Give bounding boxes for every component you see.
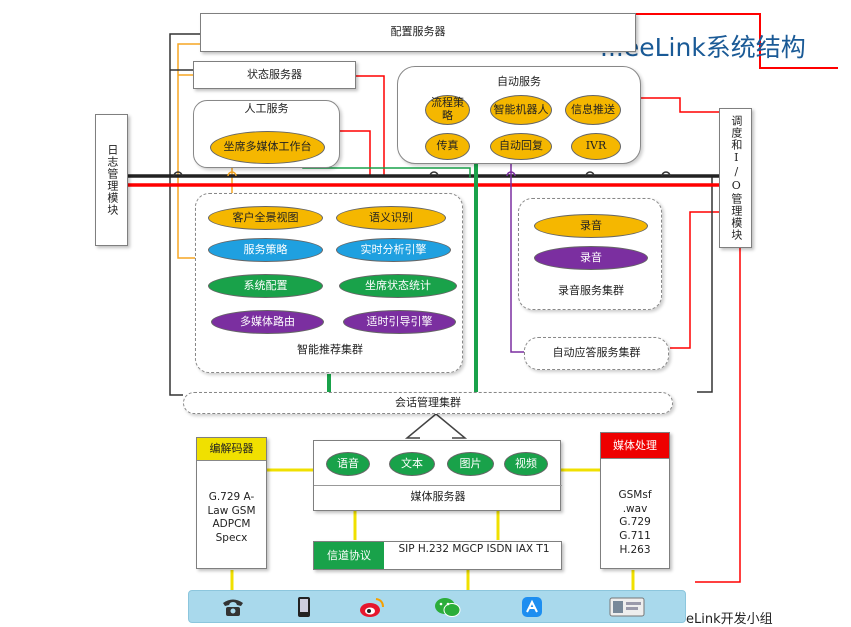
session-cluster: 会话管理集群 xyxy=(183,392,673,414)
media-processing-header: 媒体处理 xyxy=(601,433,669,459)
weibo-icon xyxy=(360,598,384,617)
codec-box: 编解码器 G.729 A-Law GSM ADPCM Specx xyxy=(196,437,267,569)
dispatch-io-module: 调度和I/O管理模块 xyxy=(719,108,752,248)
recording-cluster-title: 录音服务集群 xyxy=(558,284,624,297)
channel-protocol-list: SIP H.232 MGCP ISDN IAX T1 xyxy=(398,543,550,555)
status-server: 状态服务器 xyxy=(193,61,356,89)
media-voice: 语音 xyxy=(326,452,370,476)
auto-service-ivr: IVR xyxy=(571,133,621,160)
auto-service-flow: 流程策略 xyxy=(425,95,470,125)
guide-engine: 适时引导引擎 xyxy=(343,310,456,334)
media-video: 视频 xyxy=(504,452,548,476)
auto-service-push: 信息推送 xyxy=(565,95,621,125)
semantic-recognition: 语义识别 xyxy=(336,206,446,230)
media-processing-box: 媒体处理 GSMsf .wav G.729 G.711 H.263 xyxy=(600,432,670,569)
manual-service: 人工服务 坐席多媒体工作台 xyxy=(193,100,340,168)
log-module-label: 日志管理模块 xyxy=(105,144,119,216)
log-module: 日志管理模块 xyxy=(95,114,128,246)
codec-formats: G.729 A-Law GSM ADPCM Specx xyxy=(207,491,256,544)
manual-service-title: 人工服务 xyxy=(244,102,289,115)
auto-service-title: 自动服务 xyxy=(497,75,541,88)
device-bar xyxy=(188,590,686,623)
auto-answer-cluster-label: 自动应答服务集群 xyxy=(552,346,641,360)
system-config: 系统配置 xyxy=(208,274,323,298)
auto-answer-cluster: 自动应答服务集群 xyxy=(524,337,669,370)
status-server-label: 状态服务器 xyxy=(247,67,302,81)
media-text: 文本 xyxy=(389,452,435,476)
media-server-title: 媒体服务器 xyxy=(410,490,466,503)
wechat-icon xyxy=(435,598,461,617)
media-processing-formats: GSMsf .wav G.729 G.711 H.263 xyxy=(618,489,652,556)
channel-protocol-label: 信道协议 xyxy=(314,542,384,569)
app-store-icon xyxy=(522,597,542,617)
config-server: 配置服务器 xyxy=(200,13,636,52)
recording-1: 录音 xyxy=(534,214,648,238)
diagram-title: ...eeLink系统结构 xyxy=(600,33,806,62)
auto-service: 自动服务 流程策略 智能机器人 信息推送 传真 自动回复 IVR xyxy=(397,66,641,164)
customer-view: 客户全景视图 xyxy=(208,206,323,230)
footer-team: eLink开发小组 xyxy=(686,612,773,627)
telephone-icon xyxy=(223,599,243,616)
agent-workstation: 坐席多媒体工作台 xyxy=(210,131,325,164)
mobile-phone-icon xyxy=(298,597,310,617)
config-server-label: 配置服务器 xyxy=(390,25,446,39)
media-image: 图片 xyxy=(447,452,494,476)
recommend-cluster-title: 智能推荐集群 xyxy=(297,343,363,356)
channel-protocol: 信道协议 SIP H.232 MGCP ISDN IAX T1 xyxy=(313,541,562,570)
recording-cluster: 录音 录音 录音服务集群 xyxy=(518,198,662,310)
realtime-engine: 实时分析引擎 xyxy=(336,238,451,262)
codec-header: 编解码器 xyxy=(197,438,266,461)
recording-2: 录音 xyxy=(534,246,648,270)
session-cluster-label: 会话管理集群 xyxy=(395,395,461,409)
media-routing: 多媒体路由 xyxy=(211,310,324,334)
dispatch-io-module-label: 调度和I/O管理模块 xyxy=(729,115,743,241)
auto-service-bot: 智能机器人 xyxy=(490,95,552,125)
agent-status-stats: 坐席状态统计 xyxy=(339,274,457,298)
auto-service-reply: 自动回复 xyxy=(490,133,552,160)
service-strategy: 服务策略 xyxy=(208,238,323,262)
media-server: 语音 文本 图片 视频 媒体服务器 xyxy=(313,440,562,511)
kiosk-icon xyxy=(609,597,645,617)
recommend-cluster: 客户全景视图 语义识别 服务策略 实时分析引擎 系统配置 坐席状态统计 多媒体路… xyxy=(195,193,463,373)
auto-service-fax: 传真 xyxy=(425,133,470,160)
